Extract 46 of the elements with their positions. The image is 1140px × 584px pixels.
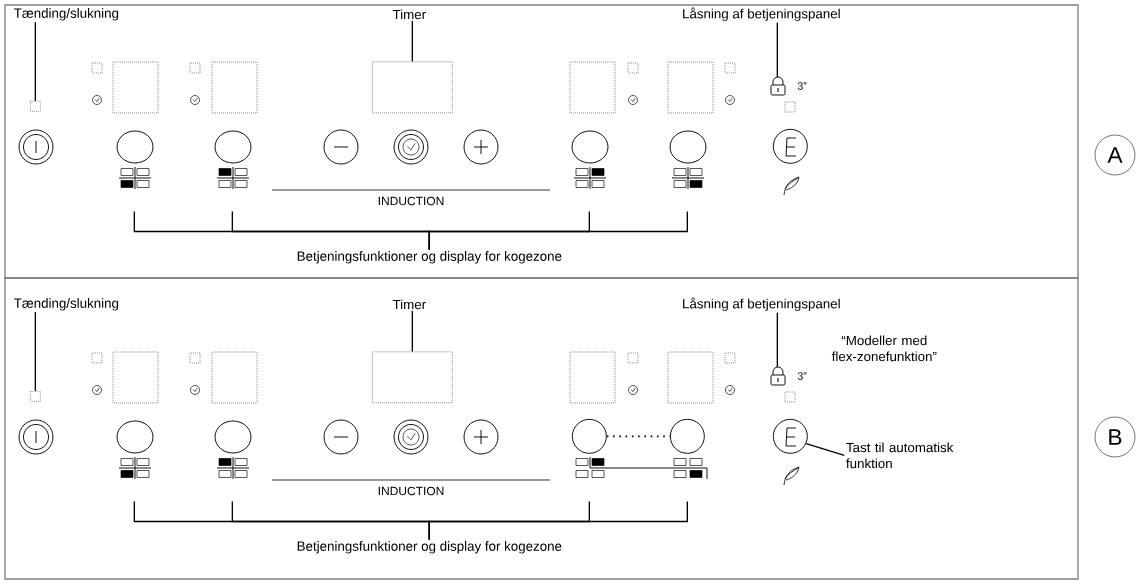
callout-text: Betjeningsfunktioner og display for kogezone (297, 251, 562, 264)
display-window (372, 351, 453, 404)
leader-line (34, 21, 36, 102)
time-label: 3” (797, 82, 807, 90)
zone-indicator (671, 166, 705, 190)
zone-indicator (573, 166, 607, 190)
callout-text: Tast til automatisk funktion (846, 442, 954, 469)
leader-line (428, 210, 688, 251)
leader-line (34, 311, 36, 392)
control-panel (4, 277, 1079, 580)
callout-text: Låsning af betjeningspanel (683, 297, 840, 312)
lock-icon (770, 76, 786, 96)
zone-indicator (575, 456, 605, 478)
panel-lettering: INDUCTION (378, 196, 444, 206)
time-label: 3” (797, 372, 807, 380)
panel-letter: A (1094, 134, 1136, 176)
note-text: “Modeller med flex-zonefunktion” (831, 335, 937, 362)
zone-button (669, 418, 705, 454)
leader-line (411, 20, 413, 63)
indicator-light (30, 101, 41, 112)
leader-line (428, 500, 688, 541)
callout-text: Betjeningsfunktioner og display for kogezone (297, 541, 562, 554)
callout-text: Tænding/slukning (14, 8, 119, 21)
control-panel (4, 4, 1079, 279)
zone-indicator (216, 456, 250, 480)
zone-indicator (118, 166, 152, 190)
leader-line (776, 22, 778, 78)
indicator-light (30, 391, 41, 402)
zone-indicator (673, 458, 703, 478)
callout-text: Timer (392, 299, 426, 310)
callout-text: Låsning af betjeningspanel (683, 7, 840, 22)
zone-indicator (118, 456, 152, 480)
callout-text: Tænding/slukning (14, 298, 119, 311)
dotted-line (605, 435, 671, 438)
leader-line (805, 443, 845, 456)
display-window (372, 61, 453, 114)
lock-icon (770, 366, 786, 386)
zone-button (571, 418, 607, 454)
callout-text: Timer (392, 9, 426, 20)
leader-line (776, 312, 778, 368)
panel-lettering: INDUCTION (378, 486, 444, 496)
leader-line (411, 310, 413, 353)
e-button (772, 128, 808, 164)
panel-letter: B (1094, 416, 1136, 458)
zone-indicator (216, 166, 250, 190)
e-button (772, 418, 808, 454)
